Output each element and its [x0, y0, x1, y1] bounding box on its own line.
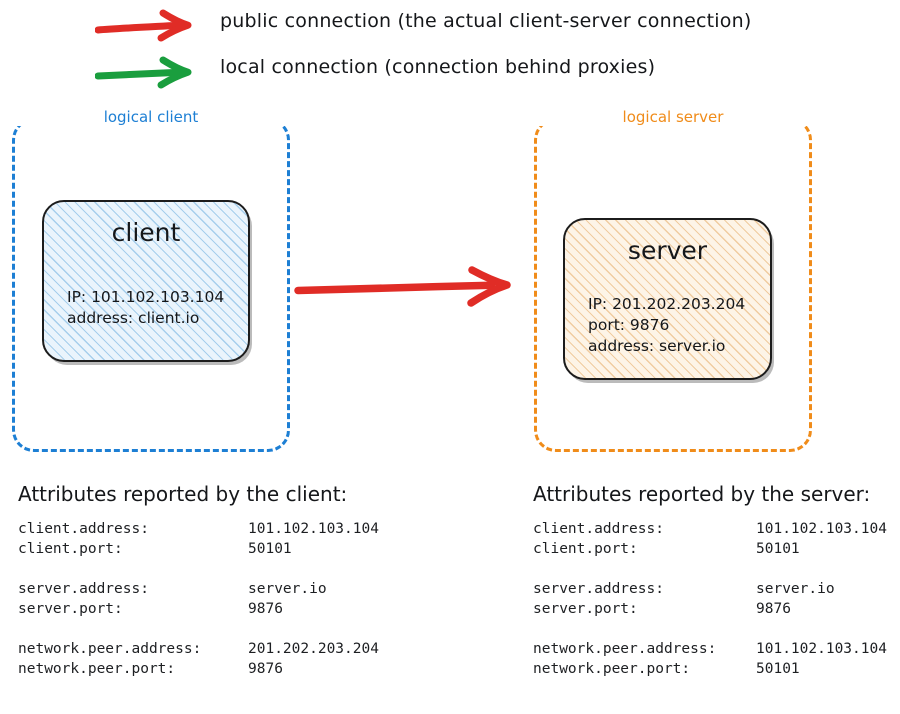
- server-detail-ip: IP: 201.202.203.204: [588, 295, 746, 313]
- server-node: server IP: 201.202.203.204 port: 9876 ad…: [563, 218, 772, 380]
- server-node-title: server: [627, 236, 708, 265]
- client-detail-address: address: client.io: [67, 309, 200, 327]
- attr-value: server.io: [248, 581, 327, 597]
- table-row: client.address: 101.102.103.104: [18, 519, 379, 539]
- legend-item-public: public connection (the actual client-ser…: [0, 8, 900, 48]
- client-attributes-panel: Attributes reported by the client: clien…: [18, 482, 448, 679]
- attr-value: 101.102.103.104: [248, 521, 379, 537]
- server-detail-address: address: server.io: [588, 337, 726, 355]
- table-row: network.peer.port: 9876: [18, 659, 379, 679]
- table-row: network.peer.port: 50101: [533, 659, 887, 679]
- server-attributes-table: client.address: 101.102.103.104 client.p…: [533, 519, 887, 679]
- client-attributes-heading: Attributes reported by the client:: [18, 482, 348, 506]
- attr-value: 101.102.103.104: [756, 641, 887, 657]
- attr-key: client.address:: [18, 521, 149, 537]
- client-detail-ip: IP: 101.102.103.104: [67, 288, 225, 306]
- legend-item-local: local connection (connection behind prox…: [0, 54, 900, 94]
- attr-value: 9876: [756, 601, 791, 617]
- attr-key: client.port:: [18, 541, 123, 557]
- legend-label-local: local connection (connection behind prox…: [220, 56, 656, 78]
- green-arrow-icon: [94, 54, 205, 94]
- table-row: server.address: server.io: [533, 579, 887, 599]
- logical-server-group: logical server: [534, 108, 812, 452]
- attr-key: network.peer.address:: [18, 641, 202, 657]
- attr-value: 101.102.103.104: [756, 521, 887, 537]
- attr-key: network.peer.address:: [533, 641, 717, 657]
- legend: public connection (the actual client-ser…: [0, 0, 900, 105]
- logical-server-label: logical server: [537, 108, 809, 126]
- client-node-details: IP: 101.102.103.104 address: client.io: [67, 287, 238, 329]
- table-row: client.port: 50101: [533, 539, 887, 559]
- table-row-spacer: [18, 559, 379, 579]
- client-node: client IP: 101.102.103.104 address: clie…: [42, 200, 250, 362]
- attr-key: client.address:: [533, 521, 664, 537]
- logical-client-label-text: logical client: [93, 108, 209, 126]
- client-node-title: client: [111, 218, 181, 247]
- table-row-spacer: [533, 559, 887, 579]
- table-row: server.port: 9876: [533, 599, 887, 619]
- table-row: server.port: 9876: [18, 599, 379, 619]
- attr-value: 9876: [248, 601, 283, 617]
- legend-label-public: public connection (the actual client-ser…: [220, 10, 752, 32]
- attr-value: 50101: [248, 541, 292, 557]
- attr-key: network.peer.port:: [18, 661, 176, 677]
- table-row: network.peer.address: 101.102.103.104: [533, 639, 887, 659]
- attr-key: server.address:: [18, 581, 149, 597]
- table-row-spacer: [18, 619, 379, 639]
- attr-key: server.address:: [533, 581, 664, 597]
- server-attributes-panel: Attributes reported by the server: clien…: [533, 482, 900, 679]
- server-detail-port: port: 9876: [588, 316, 670, 334]
- public-connection-arrow-icon: [294, 262, 526, 314]
- client-attributes-table: client.address: 101.102.103.104 client.p…: [18, 519, 379, 679]
- logical-client-group: logical client: [12, 108, 290, 452]
- attr-key: network.peer.port:: [533, 661, 691, 677]
- logical-server-label-text: logical server: [612, 108, 734, 126]
- table-row: network.peer.address: 201.202.203.204: [18, 639, 379, 659]
- attr-value: 50101: [756, 541, 800, 557]
- table-row: client.port: 50101: [18, 539, 379, 559]
- red-arrow-icon: [94, 8, 205, 48]
- attr-key: server.port:: [18, 601, 123, 617]
- server-attributes-heading: Attributes reported by the server:: [533, 482, 871, 506]
- server-node-details: IP: 201.202.203.204 port: 9876 address: …: [588, 294, 760, 357]
- table-row: server.address: server.io: [18, 579, 379, 599]
- attr-value: server.io: [756, 581, 835, 597]
- attr-key: client.port:: [533, 541, 638, 557]
- table-row-spacer: [533, 619, 887, 639]
- table-row: client.address: 101.102.103.104: [533, 519, 887, 539]
- logical-client-label: logical client: [15, 108, 287, 126]
- attr-value: 9876: [248, 661, 283, 677]
- attr-value: 50101: [756, 661, 800, 677]
- attr-value: 201.202.203.204: [248, 641, 379, 657]
- attr-key: server.port:: [533, 601, 638, 617]
